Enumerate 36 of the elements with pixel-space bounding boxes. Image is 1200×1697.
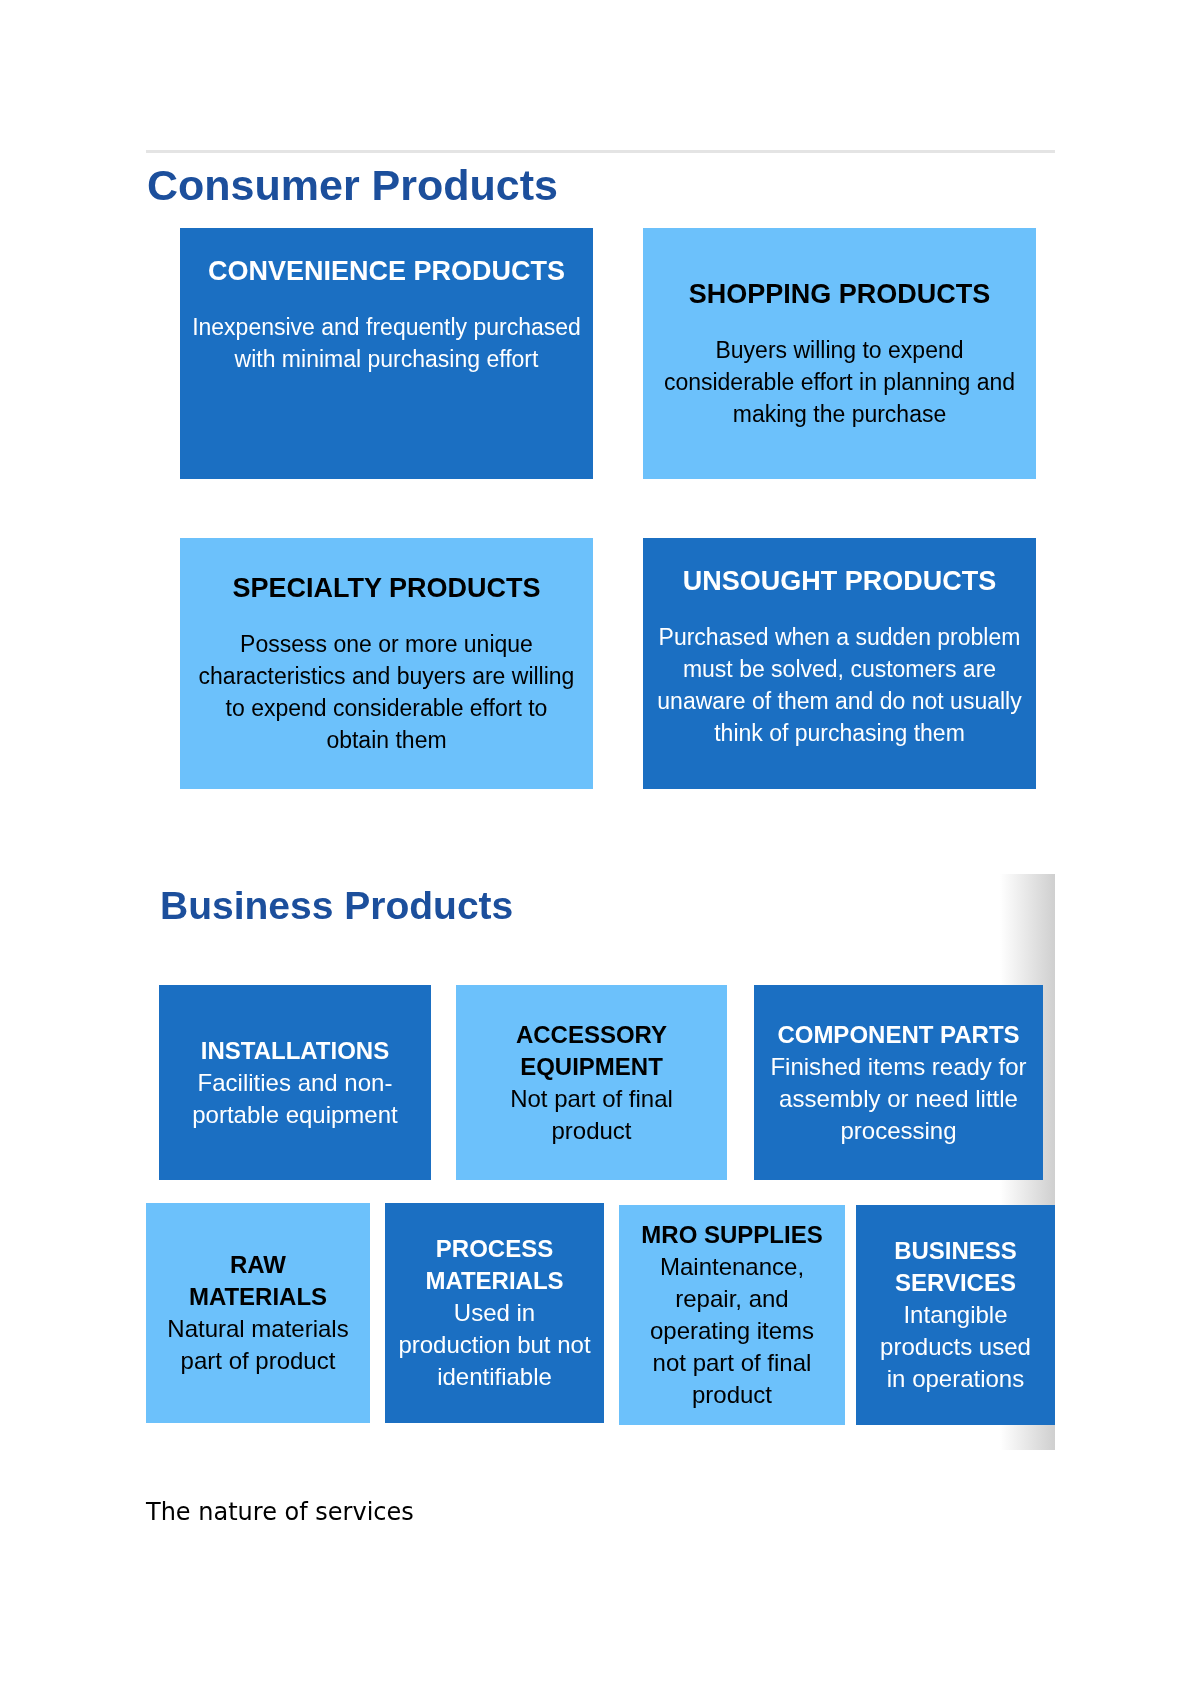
box-heading: COMPONENT PARTS: [777, 1019, 1020, 1050]
section-heading: Business Products: [160, 886, 514, 925]
box-description: Finished items ready for assembly or need little processing: [769, 1051, 1028, 1146]
box-description: Buyers willing to expend considerable effort in planning and making the purchase: [662, 336, 1017, 429]
box-description: Maintenance, repair, and operating items not part of final product: [648, 1252, 816, 1410]
category-box: [385, 1203, 604, 1423]
box-description: Used in production but not identifiable: [397, 1298, 592, 1392]
section-heading: Consumer Products: [147, 164, 558, 207]
category-box: [180, 228, 593, 479]
box-heading: UNSOUGHT PRODUCTS: [682, 565, 997, 598]
category-box: [619, 1205, 845, 1425]
category-box: [456, 985, 727, 1180]
box-description: Intangible products used in operations: [879, 1300, 1032, 1394]
box-heading: MRO SUPPLIES: [641, 1220, 823, 1250]
category-box: [754, 985, 1043, 1180]
box-description: Natural materials part of product: [166, 1314, 350, 1376]
category-box: [856, 1205, 1055, 1425]
category-box: [643, 228, 1036, 479]
box-heading: INSTALLATIONS: [200, 1035, 390, 1066]
category-box: [180, 538, 593, 789]
box-heading: CONVENIENCE PRODUCTS: [207, 255, 565, 288]
box-description: Possess one or more unique characteristics and buyers are willing to expend considerable effort to obtain them: [197, 630, 576, 755]
box-heading: SPECIALTY PRODUCTS: [232, 572, 541, 605]
category-box: [146, 1203, 370, 1423]
box-heading: SHOPPING PRODUCTS: [688, 278, 991, 311]
box-description: Not part of final product: [509, 1083, 674, 1146]
box-heading: BUSINESS SERVICES: [893, 1236, 1018, 1298]
category-box: [159, 985, 431, 1180]
box-description: Purchased when a sudden problem must be solved, customers are unaware of them and do not usually think of purchasing them: [656, 623, 1023, 748]
box-heading: PROCESS MATERIALS: [424, 1234, 565, 1296]
body-text: The nature of services: [146, 1497, 414, 1528]
box-heading: RAW MATERIALS: [187, 1250, 329, 1312]
box-description: Inexpensive and frequently purchased with minimal purchasing effort: [192, 313, 581, 374]
category-box: [643, 538, 1036, 789]
box-description: Facilities and non-portable equipment: [191, 1067, 399, 1130]
box-heading: ACCESSORY EQUIPMENT: [514, 1019, 669, 1082]
